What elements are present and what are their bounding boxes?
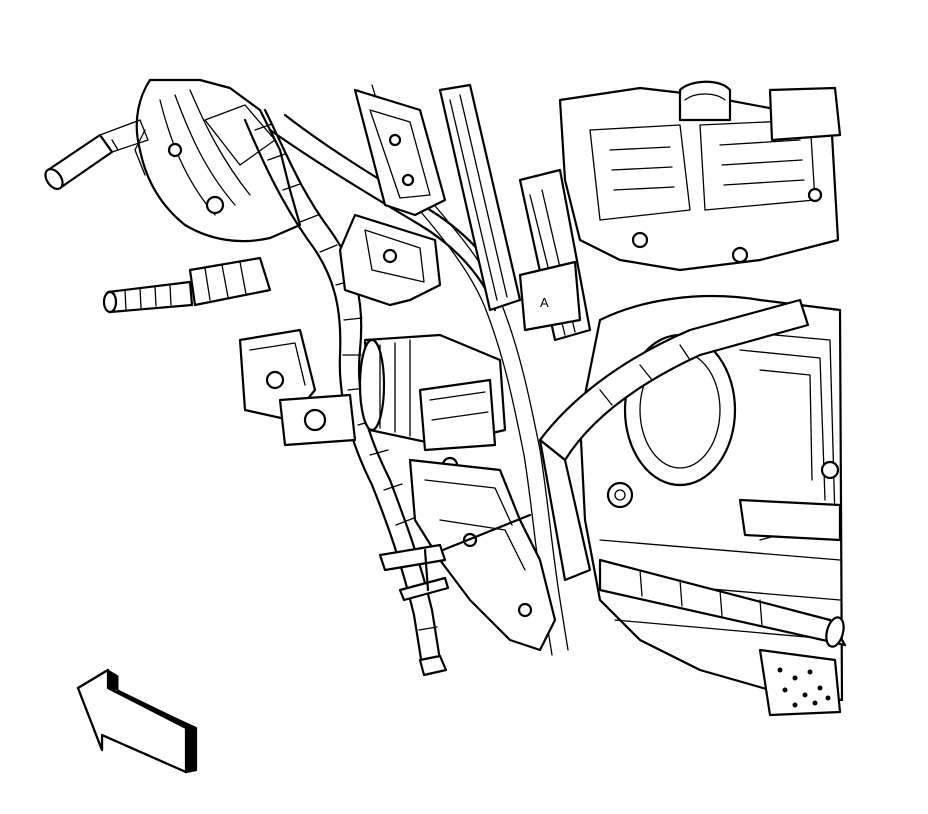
- front-direction-arrow-icon: [76, 668, 198, 774]
- upper-left-hose: [44, 119, 149, 190]
- center-bracket: [338, 88, 447, 307]
- generator-housing: [134, 78, 302, 243]
- transmission-bellhousing: [578, 295, 844, 702]
- engine-top-right: [558, 80, 842, 272]
- callout-bracket-a: A: [518, 260, 582, 332]
- callout-label-a: A: [540, 295, 549, 310]
- starter-motor: [358, 333, 507, 474]
- diagonal-pipe: [538, 298, 810, 582]
- callout-leader-line: [378, 513, 532, 602]
- left-ribbed-hose: [102, 256, 272, 314]
- lower-right-pipe: [598, 558, 847, 648]
- bottom-right-textured-area: [758, 648, 842, 717]
- lower-left-connector-cluster: [238, 328, 357, 447]
- wiring-harness-left-vertical: [243, 108, 448, 677]
